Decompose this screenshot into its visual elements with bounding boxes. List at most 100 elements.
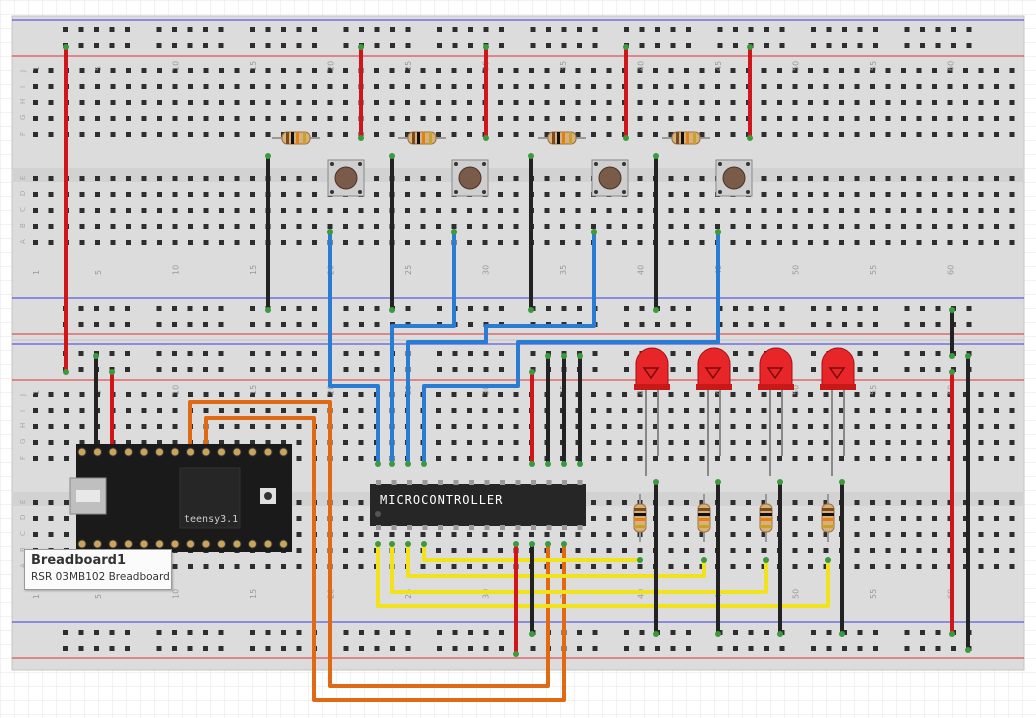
hole bbox=[808, 392, 813, 397]
rail-hole bbox=[655, 322, 660, 327]
hole bbox=[653, 68, 658, 73]
rail-hole bbox=[639, 306, 645, 311]
wire-end bbox=[405, 461, 411, 467]
hole bbox=[668, 176, 674, 181]
hole bbox=[792, 440, 798, 445]
rail-hole bbox=[577, 43, 582, 48]
rail-hole bbox=[748, 322, 754, 327]
hole bbox=[715, 132, 720, 137]
hole bbox=[901, 500, 906, 505]
rail-hole bbox=[904, 646, 910, 651]
hole bbox=[141, 240, 147, 245]
hole bbox=[901, 132, 906, 137]
hole bbox=[622, 548, 627, 553]
rail-hole bbox=[920, 43, 925, 48]
hole bbox=[172, 208, 178, 213]
hole bbox=[281, 240, 286, 245]
hole bbox=[250, 224, 255, 229]
rail-hole bbox=[873, 367, 878, 372]
rail-hole bbox=[546, 306, 551, 311]
hole bbox=[389, 100, 395, 105]
hole bbox=[529, 132, 534, 137]
hole bbox=[296, 408, 302, 413]
center-channel bbox=[12, 168, 1024, 182]
hole bbox=[312, 116, 317, 121]
rail-hole bbox=[920, 351, 925, 356]
hole bbox=[513, 132, 519, 137]
hole bbox=[699, 456, 705, 461]
hole bbox=[203, 392, 209, 397]
rail-hole bbox=[686, 630, 691, 635]
hole bbox=[808, 440, 813, 445]
wire-end bbox=[389, 541, 395, 547]
hole bbox=[467, 424, 472, 429]
rail-hole bbox=[935, 646, 941, 651]
hole bbox=[823, 456, 829, 461]
rail-hole bbox=[296, 367, 302, 372]
hole bbox=[498, 392, 503, 397]
hole bbox=[730, 564, 736, 569]
rail-hole bbox=[592, 43, 598, 48]
hole bbox=[730, 548, 736, 553]
hole bbox=[513, 100, 519, 105]
hole bbox=[963, 564, 968, 569]
rail-hole bbox=[405, 27, 411, 32]
hole bbox=[699, 500, 705, 505]
hole bbox=[389, 84, 395, 89]
hole bbox=[978, 176, 984, 181]
rail-hole bbox=[530, 27, 536, 32]
rail-hole bbox=[935, 43, 941, 48]
hole bbox=[947, 224, 953, 229]
hole bbox=[188, 68, 193, 73]
teensy-pin bbox=[232, 447, 242, 457]
hole bbox=[591, 516, 596, 521]
hole bbox=[854, 224, 860, 229]
rail-hole bbox=[63, 646, 68, 651]
chip-pin bbox=[391, 480, 397, 485]
hole bbox=[513, 240, 519, 245]
teensy-pin bbox=[279, 539, 288, 549]
rail-hole bbox=[296, 646, 302, 651]
rail-hole bbox=[343, 306, 349, 311]
led-symbol bbox=[704, 367, 722, 380]
column-number: 25 bbox=[404, 265, 413, 275]
hole bbox=[312, 192, 317, 197]
hole bbox=[916, 440, 922, 445]
wire-end bbox=[715, 229, 721, 235]
rail-hole bbox=[203, 322, 208, 327]
column-number: 30 bbox=[482, 385, 491, 395]
hole bbox=[823, 176, 829, 181]
rail-hole bbox=[624, 27, 629, 32]
hole bbox=[405, 192, 410, 197]
rail-hole bbox=[172, 367, 177, 372]
rail-hole bbox=[203, 43, 208, 48]
hole bbox=[777, 84, 782, 89]
hole bbox=[916, 208, 922, 213]
hole bbox=[544, 176, 550, 181]
hole bbox=[203, 192, 209, 197]
hole bbox=[498, 100, 503, 105]
rail-hole bbox=[530, 351, 536, 356]
hole bbox=[560, 68, 565, 73]
hole bbox=[126, 440, 131, 445]
hole bbox=[482, 392, 488, 397]
hole bbox=[854, 424, 860, 429]
wire-end bbox=[561, 461, 567, 467]
hole bbox=[637, 84, 643, 89]
rail-hole bbox=[203, 27, 208, 32]
wire-yellow-2 bbox=[406, 542, 706, 578]
hole bbox=[668, 84, 674, 89]
hole bbox=[668, 548, 674, 553]
hole bbox=[622, 564, 627, 569]
teensy-pin bbox=[170, 447, 180, 457]
button-pin bbox=[594, 162, 598, 166]
hole bbox=[1009, 440, 1015, 445]
rail-hole bbox=[655, 646, 660, 651]
rail-hole bbox=[686, 27, 691, 32]
column-number: 1 bbox=[32, 66, 41, 71]
hole bbox=[281, 116, 286, 121]
hole bbox=[48, 208, 54, 213]
rail-hole bbox=[109, 322, 115, 327]
chip-pin bbox=[577, 525, 583, 530]
chip-pin bbox=[531, 525, 536, 530]
